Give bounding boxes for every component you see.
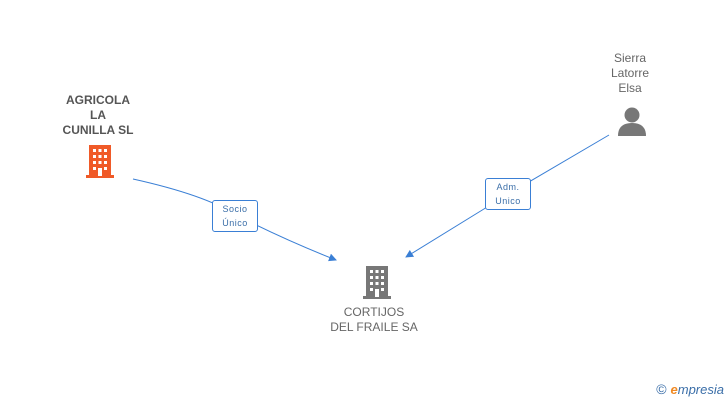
node-cortijos-line-2: DEL FRAILE SA [330, 320, 418, 334]
brand-logo-word: mpresia [677, 381, 724, 397]
edge-adm-line-2: Unico [495, 196, 521, 206]
person-icon[interactable] [617, 106, 647, 136]
building-icon[interactable] [361, 264, 393, 300]
node-agricola-line-1: AGRICOLA [66, 93, 130, 107]
edge-socio-line-1: Socio [222, 204, 248, 214]
edge-socio-label[interactable]: Socio Único [212, 200, 258, 232]
node-sierra-line-3: Elsa [618, 81, 642, 95]
node-sierra-line-2: Latorre [610, 66, 650, 80]
node-sierra-label: Sierra Latorre Elsa [590, 51, 670, 96]
brand-logo: empresia [671, 382, 724, 397]
edge-adm-line-1: Adm. [496, 182, 520, 192]
edge-socio-line-2: Único [222, 218, 248, 228]
node-agricola-line-2: LA [90, 108, 106, 122]
copyright-symbol: © [656, 381, 667, 397]
edge-adm-label[interactable]: Adm. Unico [485, 178, 531, 210]
brand-watermark: © empresia [656, 381, 724, 397]
node-cortijos-label: CORTIJOS DEL FRAILE SA [318, 305, 430, 335]
node-agricola-label: AGRICOLA LA CUNILLA SL [50, 93, 146, 138]
brand-logo-e: e [670, 381, 678, 397]
node-agricola-line-3: CUNILLA SL [62, 123, 134, 137]
node-sierra-line-1: Sierra [613, 51, 646, 65]
node-cortijos-line-1: CORTIJOS [343, 305, 405, 319]
building-icon[interactable] [84, 143, 116, 179]
